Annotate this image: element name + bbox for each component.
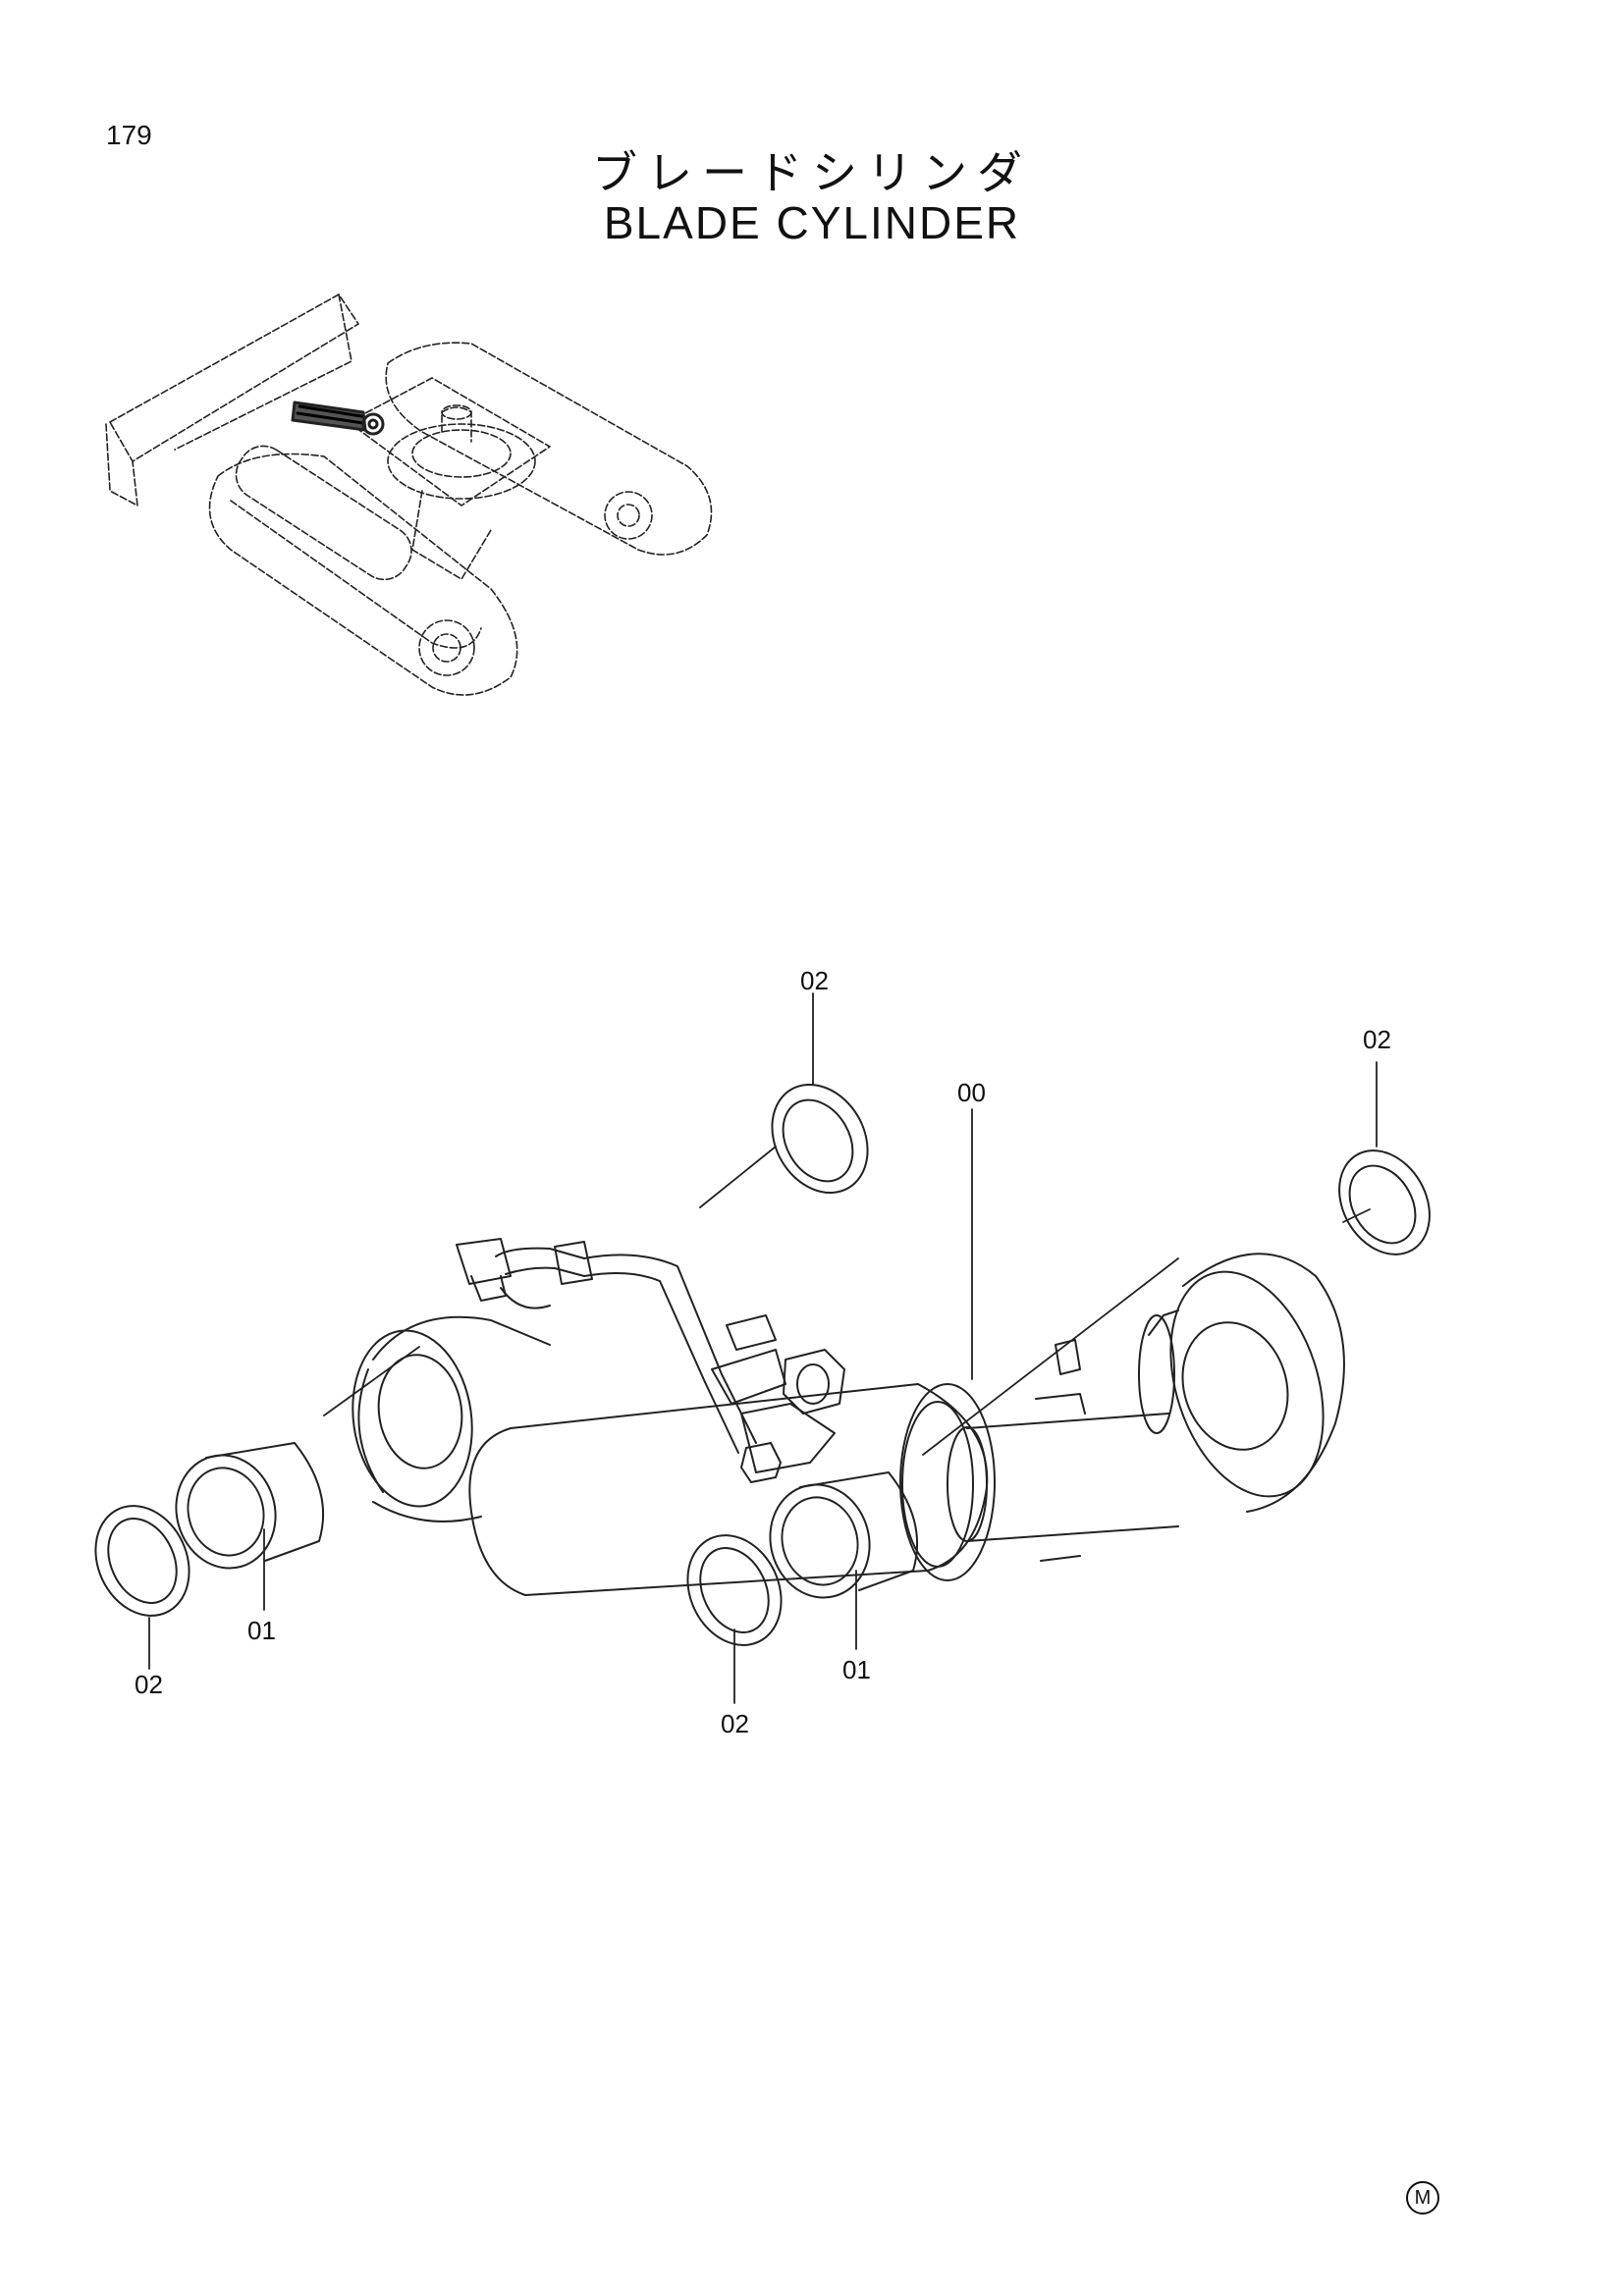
callout-02-left: 02: [135, 1670, 163, 1699]
o-ring-right: [1338, 1149, 1431, 1255]
locator-undercarriage-illustration: [105, 294, 713, 696]
o-ring-left: [94, 1505, 190, 1617]
callout-01-left: 01: [247, 1616, 276, 1645]
callout-02-right: 02: [1363, 1025, 1391, 1054]
page-number: 179: [106, 120, 152, 150]
title-english: BLADE CYLINDER: [603, 197, 1021, 248]
callout-02-bottom: 02: [721, 1709, 749, 1738]
title-japanese: ブレードシリンダ: [592, 146, 1032, 199]
callout-00-cylinder: 00: [957, 1078, 986, 1107]
callout-02-top: 02: [800, 966, 829, 995]
o-ring-bottom: [686, 1534, 783, 1646]
leader-lines: [148, 992, 1378, 1704]
cylinder-assembly-drawing: [94, 1083, 1431, 1646]
callout-01-right: 01: [842, 1655, 871, 1684]
manufacturer-mark: M: [1406, 2181, 1439, 2215]
o-ring-top: [771, 1083, 869, 1195]
bushing-right: [769, 1471, 919, 1599]
bushing-left: [175, 1442, 325, 1570]
locator-highlighted-cylinder: [291, 400, 385, 436]
